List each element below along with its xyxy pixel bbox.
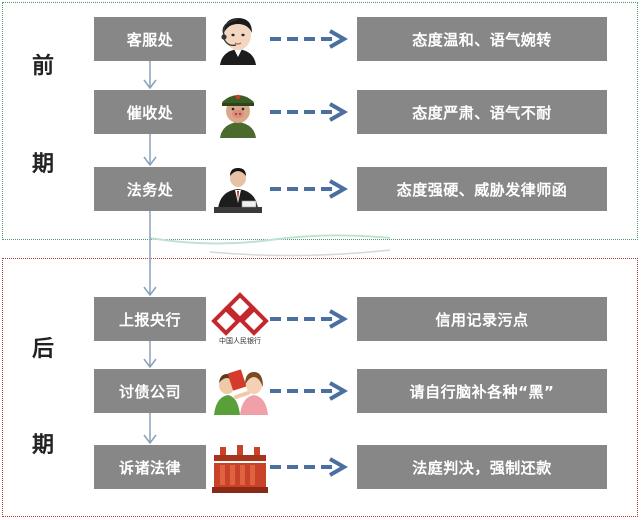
early-period-frame [2, 2, 638, 240]
result-box-debt-company: 请自行脑补各种“黑” [357, 369, 607, 413]
flow-down-arrow-icon [143, 413, 157, 445]
stage-box-lawsuit: 诉诸法律 [94, 445, 206, 489]
late-period-frame [2, 258, 638, 517]
stage-box-legal: 法务处 [94, 167, 206, 211]
customer-service-agent-icon [220, 18, 256, 65]
dashed-arrow-icon [270, 102, 348, 122]
stage-box-collection: 催收处 [94, 90, 206, 134]
flow-down-arrow-icon [143, 341, 157, 369]
dashed-arrow-icon [270, 179, 348, 199]
late-period-label-top: 后 [31, 337, 54, 362]
stage-box-customer-service: 客服处 [94, 17, 206, 61]
result-box-legal: 态度强硬、威胁发律师函 [357, 167, 607, 211]
stage-box-debt-company: 讨债公司 [94, 369, 206, 413]
dashed-arrow-icon [270, 381, 348, 401]
bank-logo-text: 中国人民银行 [219, 336, 261, 345]
flow-down-arrow-icon [143, 134, 157, 167]
result-box-report-central-bank: 信用记录污点 [357, 297, 607, 341]
early-period-label-bottom: 期 [31, 152, 54, 177]
lawyer-at-desk-icon [214, 168, 262, 213]
stage-box-report-central-bank: 上报央行 [94, 297, 206, 341]
dashed-arrow-icon [270, 29, 348, 49]
result-box-customer-service: 态度温和、语气婉转 [357, 17, 607, 61]
result-box-collection: 态度严肃、语气不耐 [357, 90, 607, 134]
late-period-label-bottom: 期 [31, 433, 54, 458]
debt-collector-fight-icon [214, 369, 268, 415]
result-box-lawsuit: 法庭判决，强制还款 [357, 445, 607, 489]
soldier-collector-icon [220, 94, 256, 138]
dashed-arrow-icon [270, 309, 348, 329]
flow-down-arrow-icon [143, 211, 157, 297]
dashed-arrow-icon [270, 457, 348, 477]
central-bank-logo-icon: 中国人民银行 [211, 292, 269, 345]
court-building-icon [212, 445, 268, 493]
early-period-label-top: 前 [31, 54, 54, 79]
section-divider-wave [150, 234, 390, 257]
flow-down-arrow-icon [143, 61, 157, 90]
